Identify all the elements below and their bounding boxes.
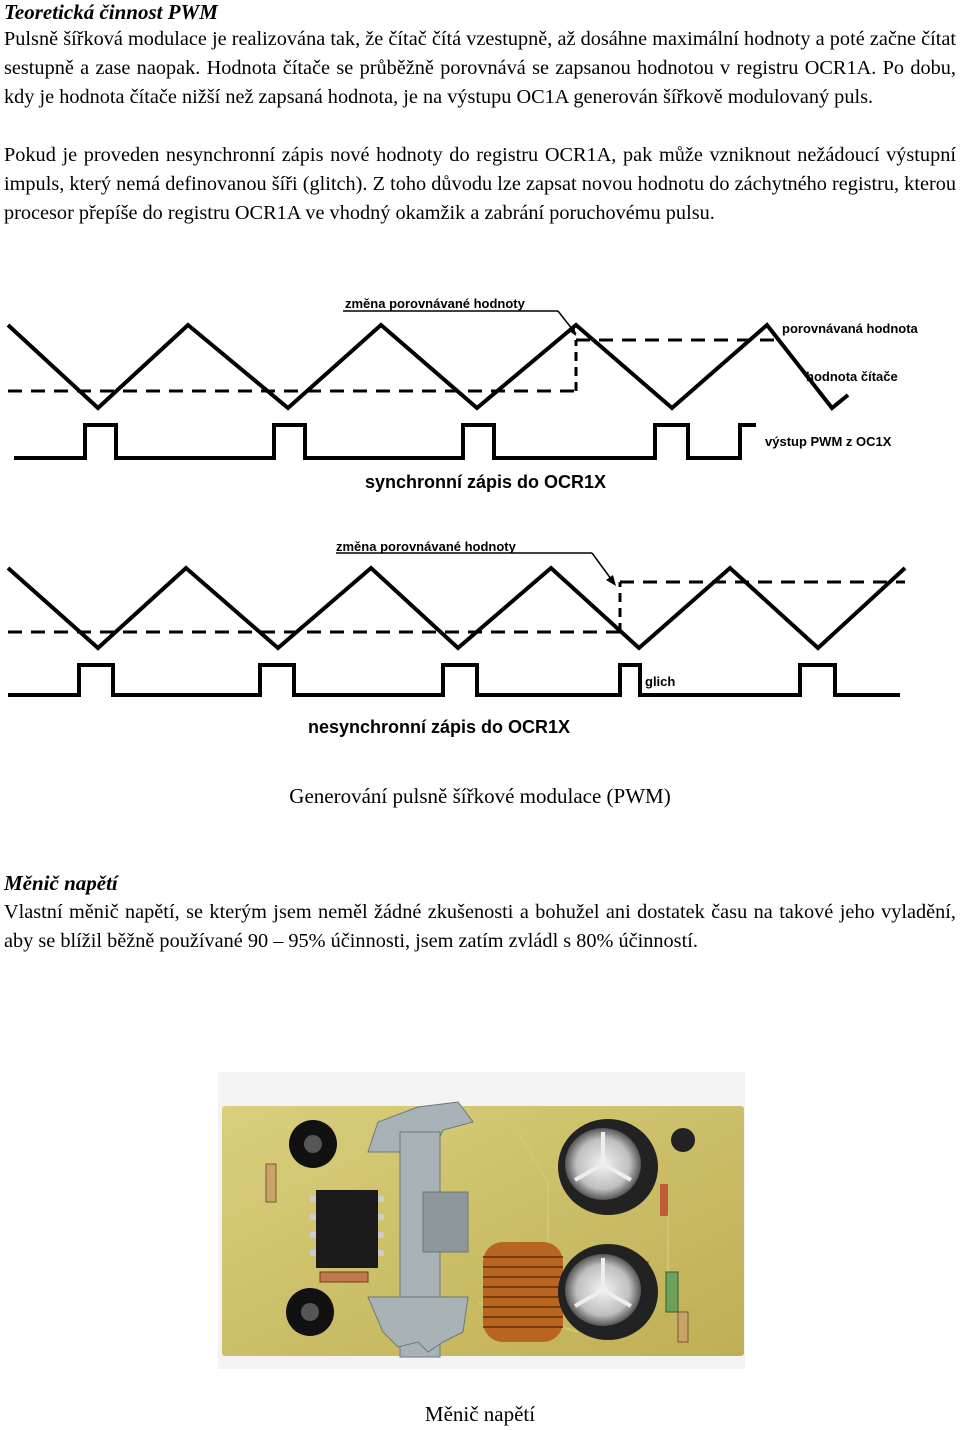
heatsink <box>367 1101 474 1358</box>
resistor-left <box>265 1163 277 1203</box>
pwm-output-waveform <box>14 423 756 460</box>
paragraph-pwm-glitch: Pokud je proveden nesynchronní zápis nov… <box>4 144 956 224</box>
diagram-sync-write: změna porovnávané hodnoty porovnávaná ho… <box>6 296 919 492</box>
resistor-mid <box>319 1271 369 1283</box>
diode-bottom <box>665 1271 679 1313</box>
resistor-bottom-right <box>677 1311 689 1343</box>
diagram-async-write: změna porovnávané hodnoty glich nesynchr… <box>6 539 907 737</box>
label-change-sync: změna porovnávané hodnoty <box>345 296 526 311</box>
paragraph-pwm-principle: Pulsně šířková modulace je realizována t… <box>4 28 956 108</box>
label-pwm-output: výstup PWM z OC1X <box>765 434 892 449</box>
label-change-async: změna porovnávané hodnoty <box>336 539 517 554</box>
converter-board-photo <box>218 1072 745 1369</box>
pwm-output-waveform-async <box>8 663 900 697</box>
transistor <box>671 1128 695 1152</box>
counter-waveform-async <box>6 565 907 651</box>
diagram-sync-title: synchronní zápis do OCR1X <box>365 472 606 492</box>
figure-caption-pwm: Generování pulsně šířkové modulace (PWM) <box>289 784 671 808</box>
capacitor-top <box>558 1119 658 1215</box>
change-pointer-arrowhead-async <box>606 575 616 586</box>
section-title-converter: Měnič napětí <box>4 871 118 895</box>
counter-waveform <box>6 322 850 411</box>
diode-top <box>660 1184 668 1216</box>
label-counter-value: hodnota čítače <box>806 369 898 384</box>
inductor-coil <box>483 1242 563 1342</box>
ic-chip <box>316 1190 378 1268</box>
section-title-pwm: Teoretická činnost PWM <box>4 0 218 24</box>
label-glitch: glich <box>645 674 675 689</box>
paragraph-converter: Vlastní měnič napětí, se kterým jsem nem… <box>4 901 956 952</box>
diagram-async-title: nesynchronní zápis do OCR1X <box>308 717 570 737</box>
change-pointer-arrowhead <box>568 325 576 336</box>
capacitor-bottom <box>558 1244 658 1340</box>
label-compare-value: porovnávaná hodnota <box>782 321 919 336</box>
figure-caption-converter: Měnič napětí <box>424 1402 536 1426</box>
